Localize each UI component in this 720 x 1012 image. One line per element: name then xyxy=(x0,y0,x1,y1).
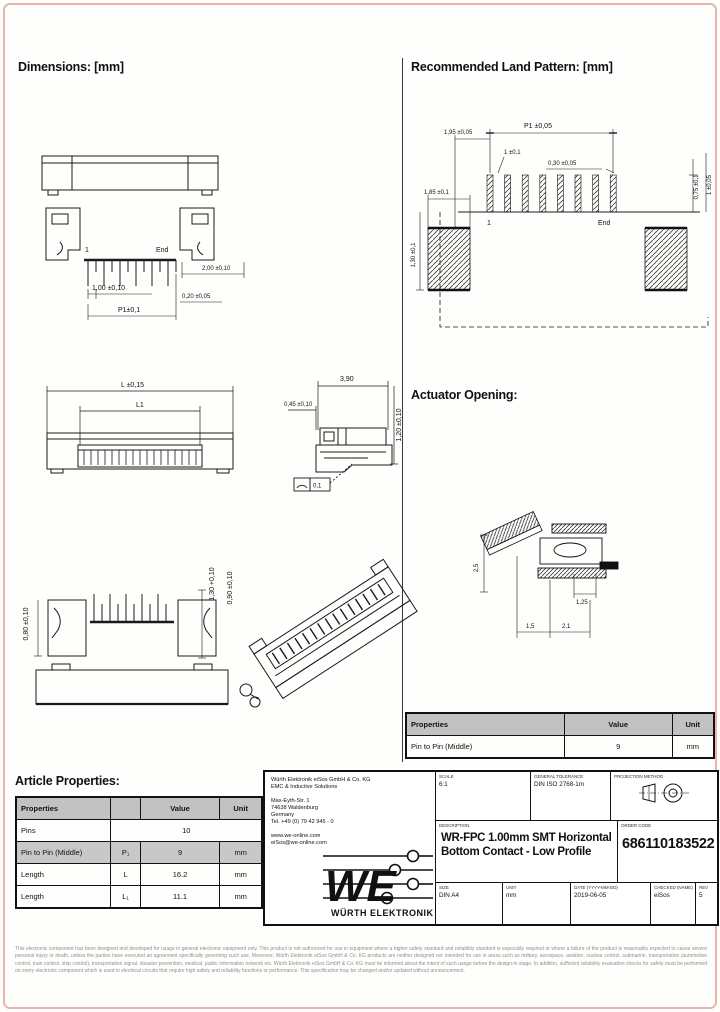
ap-property-length1: Length xyxy=(15,885,112,909)
ap-property-pintopin: Pin to Pin (Middle) xyxy=(15,841,112,864)
lp-dim-p1: P1 ±0,05 xyxy=(524,123,552,130)
title-block: Würth Elektronik eiSos GmbH & Co. KG EMC… xyxy=(263,770,719,926)
dim-h3: 0,90 ±0,10 xyxy=(227,571,234,604)
size-cell: SIZE DIN A4 xyxy=(435,882,502,924)
pin-to-pin-table: Properties Value Unit Pin to Pin (Middle… xyxy=(405,712,715,759)
act-dim-a: 1,5 xyxy=(526,624,535,630)
act-dim-open-height: 2,5 xyxy=(474,563,480,572)
pt-header-unit: Unit xyxy=(671,712,715,736)
dim-h1: 0,80 ±0,10 xyxy=(23,607,30,640)
dim-depth: 3,90 xyxy=(340,376,354,383)
ap-unit-length: mm xyxy=(219,863,263,886)
table-row: Length L 16.2 mm xyxy=(15,863,263,886)
drawing-actuator-opening: 2,5 1,25 1,5 2,1 xyxy=(474,510,619,638)
dim-length: L ±0,15 xyxy=(121,382,144,389)
ap-header-value: Value xyxy=(139,796,221,820)
drawing-front-elevation: 0,80 ±0,10 1,30 +0,10 0,90 ±0,10 xyxy=(23,567,234,706)
date-cell: DATE (YYYY-MM-DD) 2019-06-05 xyxy=(570,882,650,924)
actuator-title: Actuator Opening: xyxy=(411,388,518,402)
lp-dim-top2: 1 ±0,05 xyxy=(707,174,713,195)
drawing-top-view: 1 End 1,00 ±0,10 2,00 ±0,10 0,20 ±0,05 P… xyxy=(41,155,245,320)
drawing-front-view: L ±0,15 L1 xyxy=(46,382,234,474)
dim-h2: 1,30 +0,10 xyxy=(209,567,216,600)
land-pattern-title: Recommended Land Pattern: [mm] xyxy=(411,60,613,74)
order-code-cell: ORDER CODE 686110183522 xyxy=(617,820,717,882)
column-divider xyxy=(402,58,403,762)
lp-dim-anchor-height: 1,30 ±0,1 xyxy=(411,242,417,268)
flatness-value: 0,1 xyxy=(313,484,322,490)
drawing-isometric-view xyxy=(239,558,418,708)
table-row: Pins 10 xyxy=(15,819,263,842)
lp-end-label: End xyxy=(598,220,611,227)
table-row: Pin to Pin (Middle) P₁ 9 mm xyxy=(15,841,263,864)
table-row: Length L₁ 11.1 mm xyxy=(15,885,263,909)
top-view-end-label: End xyxy=(156,247,169,254)
lp-dim-top1: 0,75 ±0,1 xyxy=(694,174,700,200)
drawing-side-view: 3,90 0,45 ±0,10 1,20 ±0,10 0,1 xyxy=(284,376,403,492)
pt-header-value: Value xyxy=(563,712,673,736)
ap-unit-pintopin: mm xyxy=(219,841,263,864)
description-line2: Bottom Contact - Low Profile xyxy=(441,846,592,858)
act-dim-b: 2,1 xyxy=(562,624,571,630)
dim-pad-width: 0,20 ±0,05 xyxy=(182,294,211,300)
order-code: 686110183522 xyxy=(622,836,715,852)
dim-p1: P1±0,1 xyxy=(118,307,140,314)
pt-property: Pin to Pin (Middle) xyxy=(405,735,565,759)
dim-length1: L1 xyxy=(136,402,144,409)
dim-end-pad: 2,00 ±0,10 xyxy=(202,266,231,272)
description-line1: WR-FPC 1.00mm SMT Horizontal xyxy=(441,832,612,844)
dim-lead: 0,45 ±0,10 xyxy=(284,402,313,408)
unit-cell: UNIT mm xyxy=(502,882,570,924)
ap-header-properties: Properties xyxy=(15,796,112,820)
revision-cell: REV 5 xyxy=(695,882,717,924)
dim-pitch: 1,00 ±0,10 xyxy=(92,285,125,292)
ap-symbol-length1: L₁ xyxy=(110,885,141,909)
ap-value-pintopin: 9 xyxy=(139,841,221,864)
pt-value: 9 xyxy=(563,735,673,759)
lp-dim-first-pad: 1,95 ±0,05 xyxy=(444,130,473,136)
dim-height: 1,20 ±0,10 xyxy=(396,408,403,441)
ap-symbol-length: L xyxy=(110,863,141,886)
act-dim-contact: 1,25 xyxy=(576,600,588,606)
description-cell: DESCRIPTION WR-FPC 1.00mm SMT Horizontal… xyxy=(435,820,617,882)
ap-value-length1: 11.1 xyxy=(139,885,221,909)
pt-unit: mm xyxy=(671,735,715,759)
top-view-pin1-label: 1 xyxy=(85,247,89,254)
ap-property-pins: Pins xyxy=(15,819,112,842)
general-tolerance-cell: GENERAL TOLERANCE DIN ISO 2768-1m xyxy=(530,772,610,820)
projection-method-cell: PROJECTION METHOD xyxy=(610,772,717,820)
third-angle-projection-icon xyxy=(639,783,691,803)
ap-value-length: 16.2 xyxy=(139,863,221,886)
ap-property-length: Length xyxy=(15,863,112,886)
we-logo-wordmark: WÜRTH ELEKTRONIK xyxy=(331,908,434,918)
dimensions-title: Dimensions: [mm] xyxy=(18,60,124,74)
we-logo-letters: WE xyxy=(325,862,398,911)
ap-header-unit: Unit xyxy=(219,796,263,820)
ap-value-pins: 10 xyxy=(110,819,263,842)
checked-cell: CHECKED (NAME) eiSos xyxy=(650,882,695,924)
lp-pin1-label: 1 xyxy=(487,220,491,227)
table-row: Pin to Pin (Middle) 9 mm xyxy=(405,735,715,759)
company-address: Würth Elektronik eiSos GmbH & Co. KG EMC… xyxy=(271,777,371,846)
wuerth-logo: WE WÜRTH ELEKTRONIK xyxy=(323,846,435,920)
lp-dim-pad-len: 1 ±0,1 xyxy=(504,150,521,156)
article-properties-title: Article Properties: xyxy=(15,774,120,788)
pt-header-properties: Properties xyxy=(405,712,565,736)
ap-symbol-pintopin: P₁ xyxy=(110,841,141,864)
lp-dim-anchor-width: 1,85 ±0,1 xyxy=(424,190,450,196)
lp-dim-pad-width: 0,30 ±0,05 xyxy=(548,161,577,167)
scale-cell: SCALE 6:1 xyxy=(435,772,530,820)
drawing-land-pattern: P1 ±0,05 1,95 ±0,05 1 ±0,1 0,30 ±0,05 1,… xyxy=(411,123,713,328)
ap-unit-length1: mm xyxy=(219,885,263,909)
legal-disclaimer: This electronic component has been desig… xyxy=(15,946,707,974)
article-properties-table: Properties Value Unit Pins 10 Pin to Pin… xyxy=(15,796,263,909)
